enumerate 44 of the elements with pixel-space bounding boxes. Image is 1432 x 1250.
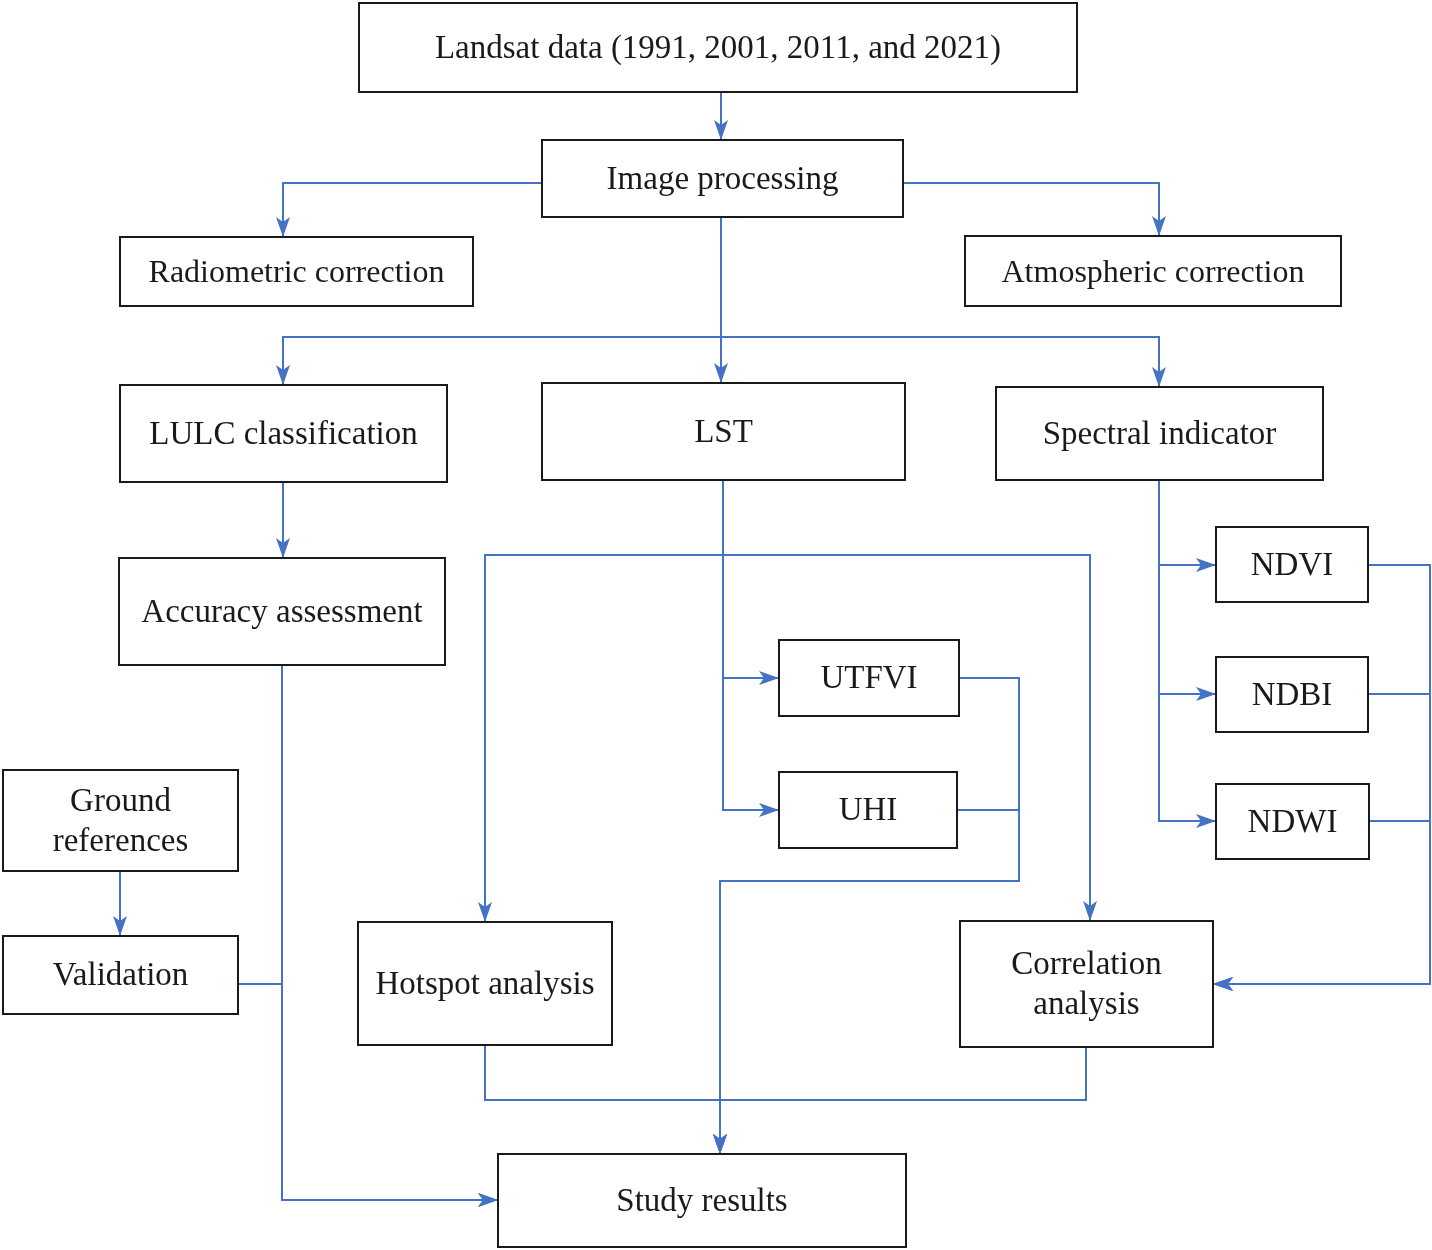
arrow [713, 1047, 1087, 1154]
arrow [113, 871, 127, 936]
process-box [778, 771, 958, 849]
process-box [1215, 526, 1369, 603]
process-box [541, 382, 906, 481]
process-box [497, 1153, 907, 1248]
arrow [1213, 820, 1431, 991]
arrow [903, 182, 1166, 236]
box-label: Validation [52, 955, 189, 995]
process-box [118, 557, 446, 666]
box-label: Radiometric correction [148, 252, 445, 291]
process-box [119, 384, 448, 483]
process-box [959, 920, 1214, 1048]
process-box [357, 921, 613, 1046]
box-label: Correlation analysis [1010, 944, 1163, 1023]
process-box [2, 935, 239, 1015]
box-label: NDBI [1251, 674, 1333, 714]
box-label: UTFVI [820, 658, 918, 698]
box-label: Ground references [51, 780, 190, 860]
process-box [1215, 656, 1369, 733]
box-label: LULC classification [149, 413, 418, 453]
process-box [1215, 783, 1370, 860]
process-box [358, 2, 1078, 93]
arrow [714, 92, 728, 140]
process-box [119, 236, 474, 307]
box-label: UHI [838, 790, 898, 830]
box-label: LST [694, 411, 753, 451]
process-box [2, 769, 239, 872]
box-label: Hotspot analysis [375, 963, 595, 1003]
box-label: Study results [616, 1180, 788, 1220]
arrow [276, 182, 542, 237]
box-label: NDWI [1247, 801, 1338, 841]
arrow [276, 482, 290, 558]
process-box [541, 139, 904, 218]
box-label: Accuracy assessment [141, 591, 423, 631]
box-label: Spectral indicator [1042, 413, 1277, 453]
arrow [281, 665, 498, 1207]
box-label: NDVI [1250, 544, 1334, 584]
box-label: Image processing [606, 158, 839, 198]
process-box [964, 235, 1342, 307]
process-box [995, 386, 1324, 481]
process-box [778, 639, 960, 717]
box-label: Landsat data (1991, 2001, 2011, and 2021) [434, 27, 1002, 67]
box-label: Atmospheric correction [1001, 251, 1305, 291]
